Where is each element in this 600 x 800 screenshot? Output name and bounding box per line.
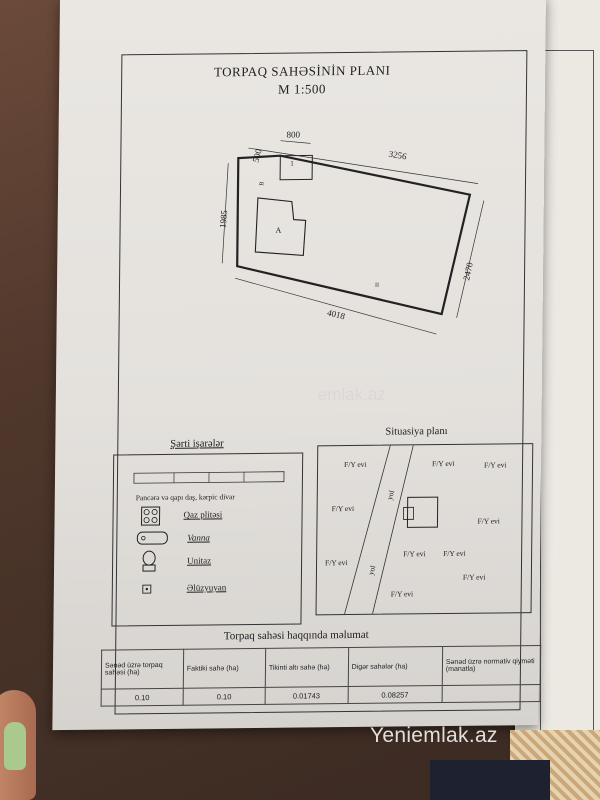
dimension-line-bottom bbox=[234, 277, 437, 335]
dim-1985: 1985 bbox=[218, 209, 230, 228]
legend-sink-label: Əlüzyuyan bbox=[186, 582, 227, 593]
mark-fence: II bbox=[375, 283, 379, 289]
road-edge-right bbox=[372, 445, 414, 614]
plot-plan-drawing: 800 3256 500 1985 2470 4018 1 A B II bbox=[218, 129, 485, 335]
header-cell: Sənəd üzrə normativ qiyməti (manatla) bbox=[442, 645, 541, 686]
mark-small-building: 1 bbox=[290, 160, 294, 168]
value-cell: 0.08257 bbox=[347, 685, 443, 704]
document-page: TORPAQ SAHƏSİNİN PLANI M 1:500 800 3256 … bbox=[52, 0, 546, 731]
mark-gate: B bbox=[259, 181, 266, 186]
road-edge-left bbox=[344, 445, 391, 615]
sit-label-7: F/Y evi bbox=[403, 549, 426, 559]
header-cell: Tikinti altı sahə (ha) bbox=[265, 647, 349, 688]
header-cell: Sənəd üzrə torpaq sahəsi (ha) bbox=[101, 649, 184, 690]
watermark-faint: emlak.az bbox=[317, 384, 386, 405]
situation-plan-box: yol yol F/Y evi F/Y evi F/Y evi F/Y evi … bbox=[315, 443, 534, 616]
situation-title: Situasiya planı bbox=[385, 425, 448, 438]
dimension-line-left bbox=[221, 163, 229, 264]
sit-label-10: F/Y evi bbox=[390, 589, 414, 599]
dim-500: 500 bbox=[251, 147, 264, 163]
dimension-line-top bbox=[248, 147, 479, 184]
header-cell: Faktiki sahə (ha) bbox=[183, 648, 266, 689]
sit-label-8: F/Y evi bbox=[443, 548, 466, 559]
legend-gas-stove-label: Qaz plitəsi bbox=[183, 509, 223, 520]
adjacent-page-frame bbox=[540, 50, 594, 732]
dim-800: 800 bbox=[287, 129, 301, 139]
value-cell: 0.10 bbox=[101, 688, 184, 707]
situation-plot bbox=[406, 496, 439, 528]
sit-label-2: F/Y evi bbox=[432, 458, 455, 469]
dim-3256: 3256 bbox=[388, 149, 408, 162]
table-header-row: Sənəd üzrə torpaq sahəsi (ha) Faktiki sa… bbox=[101, 645, 541, 690]
legend-toilet-label: Unitaz bbox=[187, 555, 212, 566]
value-cell: 0.01743 bbox=[264, 686, 348, 705]
legend-symbols bbox=[133, 471, 285, 594]
mark-main-building: A bbox=[276, 226, 282, 235]
legend-box: Pancərə və qapı daş, kərpic divar Qaz pl… bbox=[111, 452, 304, 627]
land-info-table: Sənəd üzrə torpaq sahəsi (ha) Faktiki sa… bbox=[101, 645, 542, 707]
header-cell: Digər sahələr (ha) bbox=[347, 646, 443, 687]
sit-label-5: F/Y evi bbox=[477, 516, 500, 526]
value-cell bbox=[441, 684, 541, 703]
sink-symbol bbox=[142, 584, 152, 594]
dim-2470: 2470 bbox=[461, 261, 475, 281]
dark-object bbox=[430, 760, 550, 800]
sit-label-3: F/Y evi bbox=[484, 460, 507, 470]
dim-4018: 4018 bbox=[326, 307, 346, 321]
toilet-symbol bbox=[142, 550, 156, 566]
sit-label-6: F/Y evi bbox=[325, 558, 348, 568]
legend-wall-label: Pancərə və qapı daş, kərpic divar bbox=[135, 492, 235, 503]
sit-label-9: F/Y evi bbox=[462, 572, 486, 582]
sit-label-4: F/Y evi bbox=[331, 503, 355, 514]
bathtub-symbol bbox=[136, 531, 168, 545]
situation-road-drawing bbox=[344, 445, 439, 615]
main-building bbox=[254, 197, 307, 257]
legend-bathtub-label: Vanna bbox=[187, 532, 210, 543]
dimension-line-right bbox=[456, 200, 485, 318]
thumbnail-nail bbox=[4, 722, 26, 770]
sit-label-1: F/Y evi bbox=[344, 459, 367, 470]
gas-stove-symbol bbox=[140, 506, 161, 526]
value-cell: 0.10 bbox=[183, 687, 266, 706]
legend-title: Şərti işarələr bbox=[170, 438, 224, 450]
watermark-main: Yeniemlak.az bbox=[370, 724, 498, 747]
situation-building bbox=[403, 506, 415, 520]
plot-boundary bbox=[236, 154, 472, 316]
dimension-line-top-left bbox=[280, 140, 311, 144]
